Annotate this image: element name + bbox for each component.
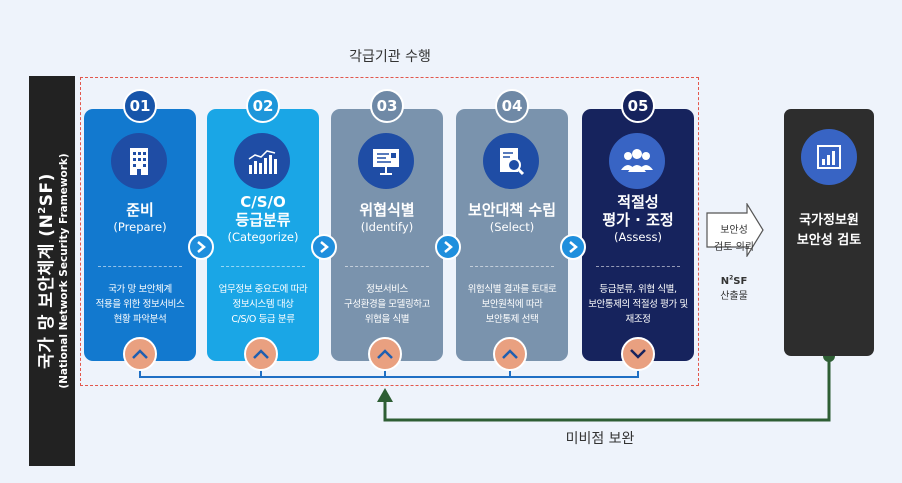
step-divider xyxy=(221,266,305,267)
step-description: 위험식별 결과를 토대로 보안원칙에 따라 보안통제 선택 xyxy=(467,284,557,325)
handoff-label: 보안성 검토 의뢰 xyxy=(714,225,754,253)
step-card-assess: 적절성 평가 · 조정(Assess) 등급분류, 위협 식별, 보안통제의 적… xyxy=(582,109,694,361)
handoff-arrow-icon xyxy=(706,203,764,257)
step-divider xyxy=(98,266,182,267)
step-description: 업무정보 중요도에 따라 정보시스템 대상 C/S/O 등급 분류 xyxy=(218,284,308,325)
chevron-up-icon xyxy=(123,337,157,371)
step-number-badge: 03 xyxy=(370,89,404,123)
chevron-up-icon xyxy=(244,337,278,371)
presentation-board-icon xyxy=(358,133,414,189)
feedback-label: 미비점 보완 xyxy=(565,431,635,447)
step-divider xyxy=(596,266,680,267)
step-title: C/S/O 등급분류(Categorize) xyxy=(227,193,299,244)
nis-review-card: 국가정보원 보안성 검토 xyxy=(784,109,874,356)
step-title: 위협식별(Identify) xyxy=(359,201,415,234)
document-chart-icon xyxy=(801,129,857,185)
step-card-prepare: 준비(Prepare) 국가 망 보안체계 적용을 위한 정보서비스 현황 파악… xyxy=(84,109,196,361)
side-label: 국가 망 보안체계 (N2SF) (National Network Secur… xyxy=(33,153,71,388)
nsf-output-label: N2SF 산출물 xyxy=(720,275,748,303)
step-card-identify: 위협식별(Identify) 정보서비스 구성환경을 모델링하고 위협을 식별 xyxy=(331,109,443,361)
people-group-icon xyxy=(609,133,665,189)
step-description: 국가 망 보안체계 적용을 위한 정보서비스 현황 파악분석 xyxy=(95,284,185,325)
step-divider xyxy=(470,266,554,267)
agency-label: 각급기관 수행 xyxy=(349,49,431,65)
next-arrow-icon xyxy=(560,234,586,260)
next-arrow-icon xyxy=(435,234,461,260)
side-band xyxy=(29,76,75,466)
feedback-arrowhead xyxy=(377,388,393,402)
step-number-badge: 01 xyxy=(123,89,157,123)
feedback-line xyxy=(383,356,831,422)
bar-chart-icon xyxy=(234,133,290,189)
agency-boundary xyxy=(80,77,699,386)
document-search-icon xyxy=(483,133,539,189)
chevron-down-icon xyxy=(621,337,655,371)
chevron-up-icon xyxy=(368,337,402,371)
next-arrow-icon xyxy=(188,234,214,260)
step-card-select: 보안대책 수립(Select) 위험식별 결과를 토대로 보안원칙에 따라 보안… xyxy=(456,109,568,361)
step-card-categorize: C/S/O 등급분류(Categorize) 업무정보 중요도에 따라 정보시스… xyxy=(207,109,319,361)
side-title: 국가 망 보안체계 (N2SF) xyxy=(36,173,57,369)
next-arrow-icon xyxy=(311,234,337,260)
step-title: 보안대책 수립(Select) xyxy=(467,201,557,234)
step-number-badge: 04 xyxy=(495,89,529,123)
step-description: 정보서비스 구성환경을 모델링하고 위협을 식별 xyxy=(343,284,431,325)
nis-review-title: 국가정보원 보안성 검토 xyxy=(796,213,862,248)
side-subtitle: (National Network Security Framework) xyxy=(57,153,70,389)
step-description: 등급분류, 위협 식별, 보안통제의 적절성 평가 및 재조정 xyxy=(588,284,688,325)
step-number-badge: 02 xyxy=(246,89,280,123)
step-number-badge: 05 xyxy=(621,89,655,123)
step-divider xyxy=(345,266,429,267)
building-icon xyxy=(111,133,167,189)
step-title: 적절성 평가 · 조정(Assess) xyxy=(602,193,674,244)
chevron-up-icon xyxy=(493,337,527,371)
step-title: 준비(Prepare) xyxy=(113,201,167,234)
